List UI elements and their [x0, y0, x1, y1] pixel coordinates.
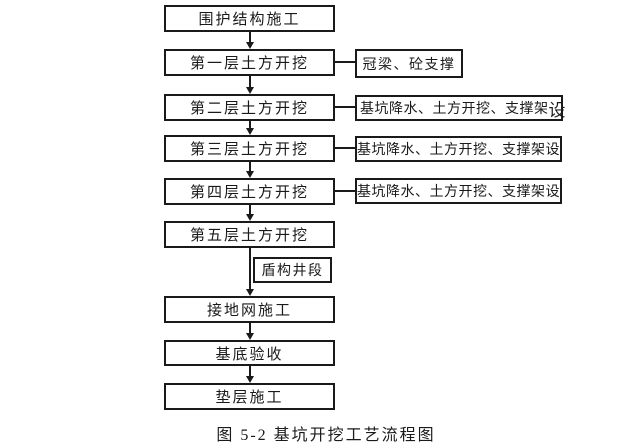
- flow-step-label: 垫层施工: [215, 390, 284, 406]
- connector-line: [335, 147, 355, 149]
- arrow-down-icon: [246, 128, 254, 135]
- side-note-dewatering-layer-4: 基坑降水、土方开挖、支撑架设: [355, 178, 562, 204]
- arrow-line: [249, 248, 251, 289]
- flow-step-excavation-layer-3: 第三层土方开挖: [164, 135, 335, 162]
- arrow-down-icon: [246, 171, 254, 178]
- flow-step-label: 第四层土方开挖: [189, 185, 309, 201]
- side-note-overflow-char: 设: [548, 100, 566, 120]
- flow-step-enclosure-structure: 围护结构施工: [164, 5, 335, 32]
- flow-step-label: 第五层土方开挖: [189, 228, 309, 244]
- arrow-line: [249, 366, 251, 376]
- side-note-crown-beam: 冠梁、砼支撑: [355, 49, 463, 78]
- flow-step-label: 基底验收: [215, 346, 284, 363]
- side-note-dewatering-layer-3: 基坑降水、土方开挖、支撑架设: [355, 136, 562, 162]
- arrow-line: [249, 32, 251, 43]
- arrow-line: [249, 121, 251, 128]
- flow-step-label: 第三层土方开挖: [189, 142, 309, 158]
- flow-step-excavation-layer-5: 第五层土方开挖: [164, 221, 335, 248]
- flow-step-grounding-grid: 接地网施工: [164, 296, 335, 323]
- flow-step-cushion-layer: 垫层施工: [164, 383, 335, 410]
- flow-step-label: 第二层土方开挖: [189, 101, 309, 117]
- arrow-tag-label: 盾构井段: [261, 264, 324, 279]
- arrow-down-icon: [246, 333, 254, 340]
- arrow-line: [249, 76, 251, 87]
- flow-step-label: 围护结构施工: [198, 12, 301, 28]
- connector-line: [335, 61, 355, 63]
- flow-step-base-acceptance: 基底验收: [164, 340, 335, 366]
- connector-line: [335, 106, 355, 108]
- flow-step-excavation-layer-1: 第一层土方开挖: [164, 49, 335, 76]
- arrow-down-icon: [246, 214, 254, 221]
- arrow-down-icon: [246, 289, 254, 296]
- flow-step-excavation-layer-2: 第二层土方开挖: [164, 94, 335, 121]
- arrow-line: [249, 162, 251, 171]
- arrow-down-icon: [246, 42, 254, 49]
- arrow-tag-shield-shaft-segment: 盾构井段: [253, 257, 332, 283]
- side-note-dewatering-layer-2: 基坑降水、土方开挖、支撑架设: [355, 95, 566, 121]
- side-note-label: 冠梁、砼支撑: [362, 57, 456, 73]
- arrow-line: [249, 205, 251, 214]
- side-note-label: 基坑降水、土方开挖、支撑架设: [357, 185, 560, 200]
- flow-step-excavation-layer-4: 第四层土方开挖: [164, 178, 335, 205]
- arrow-down-icon: [246, 376, 254, 383]
- side-note-label: 基坑降水、土方开挖、支撑架设: [357, 143, 560, 158]
- flow-step-label: 第一层土方开挖: [189, 56, 309, 72]
- flow-step-label: 接地网施工: [206, 303, 292, 319]
- connector-line: [335, 190, 355, 192]
- side-note-label: 基坑降水、土方开挖、支撑架: [360, 102, 549, 117]
- figure-caption: 图 5-2 基坑开挖工艺流程图: [216, 427, 436, 444]
- arrow-down-icon: [246, 87, 254, 94]
- arrow-line: [249, 323, 251, 333]
